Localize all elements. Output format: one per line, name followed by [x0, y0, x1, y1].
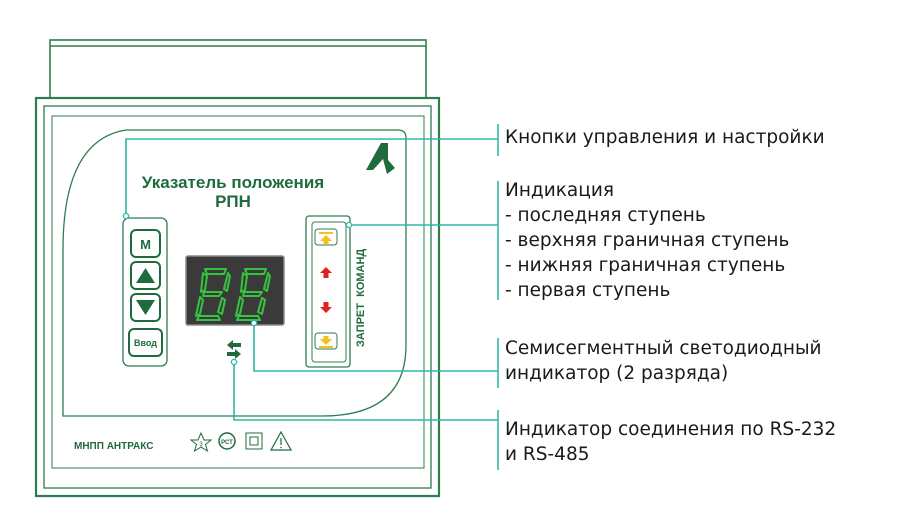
leader-anchors — [122, 212, 353, 366]
callout-line: и RS-485 — [505, 444, 590, 465]
m-button-label: М — [140, 237, 151, 252]
pct-mark-text: РСТ — [221, 440, 233, 446]
top-housing — [49, 39, 427, 99]
callout-line: Семисегментный светодиодный — [505, 338, 822, 359]
callout-line: - первая ступень — [505, 280, 671, 301]
last-step-indicator — [314, 228, 338, 246]
leader-buttons — [125, 138, 498, 216]
callout-connection: Индикатор соединения по RS-232 и RS-485 — [505, 417, 836, 467]
indicator-panel — [305, 215, 351, 368]
triangle-down-icon — [136, 300, 155, 315]
vertical-label: ЗАПРЕТ КОМАНД — [355, 249, 367, 347]
star-mark-icon: 3 — [189, 431, 213, 453]
callout-line: Индикация — [505, 180, 615, 201]
button-panel — [122, 217, 168, 367]
warning-triangle-icon — [269, 430, 293, 451]
leader-lines — [125, 124, 499, 470]
device-body — [34, 96, 441, 498]
pct-mark-icon: РСТ — [218, 432, 236, 450]
front-panel-outline — [62, 129, 407, 417]
arrow-up-to-bar-icon — [320, 235, 332, 244]
star-mark-digit: 3 — [199, 442, 203, 448]
callout-line: - верхняя граничная ступень — [505, 230, 790, 251]
callout-line: Кнопки управления и настройки — [505, 127, 825, 148]
leader-connection — [233, 362, 498, 421]
digit-1 — [195, 268, 231, 321]
arrow-down-icon — [320, 302, 332, 313]
leader-display — [253, 323, 498, 372]
device-title-line1: Указатель положения — [142, 173, 324, 192]
antraks-logo-icon — [366, 143, 395, 174]
device-title-line2: РПН — [215, 192, 251, 211]
arrow-up-icon — [320, 267, 332, 278]
callout-buttons: Кнопки управления и настройки — [505, 125, 825, 150]
callout-line: - нижняя граничная ступень — [505, 255, 786, 276]
callout-display: Семисегментный светодиодный индикатор (2… — [505, 336, 822, 386]
callout-indication: Индикация - последняя ступень - верхняя … — [505, 178, 789, 303]
connection-arrows-icon — [227, 340, 241, 359]
down-button[interactable] — [130, 293, 161, 322]
lower-limit-indicator — [320, 302, 332, 313]
m-button[interactable]: М — [130, 229, 161, 258]
callout-line: Индикатор соединения по RS-232 — [505, 419, 837, 440]
callout-line: индикатор (2 разряда) — [505, 363, 729, 384]
arrow-down-to-bar-icon — [320, 336, 332, 345]
enter-button-label: Ввод — [134, 338, 157, 348]
callout-line: - последняя ступень — [505, 205, 706, 226]
first-step-indicator — [314, 332, 338, 350]
enter-button[interactable]: Ввод — [128, 328, 163, 357]
upper-limit-indicator — [320, 267, 332, 278]
brand-label: МНПП АНТРАКС — [74, 441, 153, 452]
digit-2 — [235, 268, 271, 321]
up-button[interactable] — [130, 261, 161, 290]
double-insulation-icon — [245, 432, 263, 450]
triangle-up-icon — [136, 268, 155, 283]
seven-segment-display — [185, 255, 285, 326]
